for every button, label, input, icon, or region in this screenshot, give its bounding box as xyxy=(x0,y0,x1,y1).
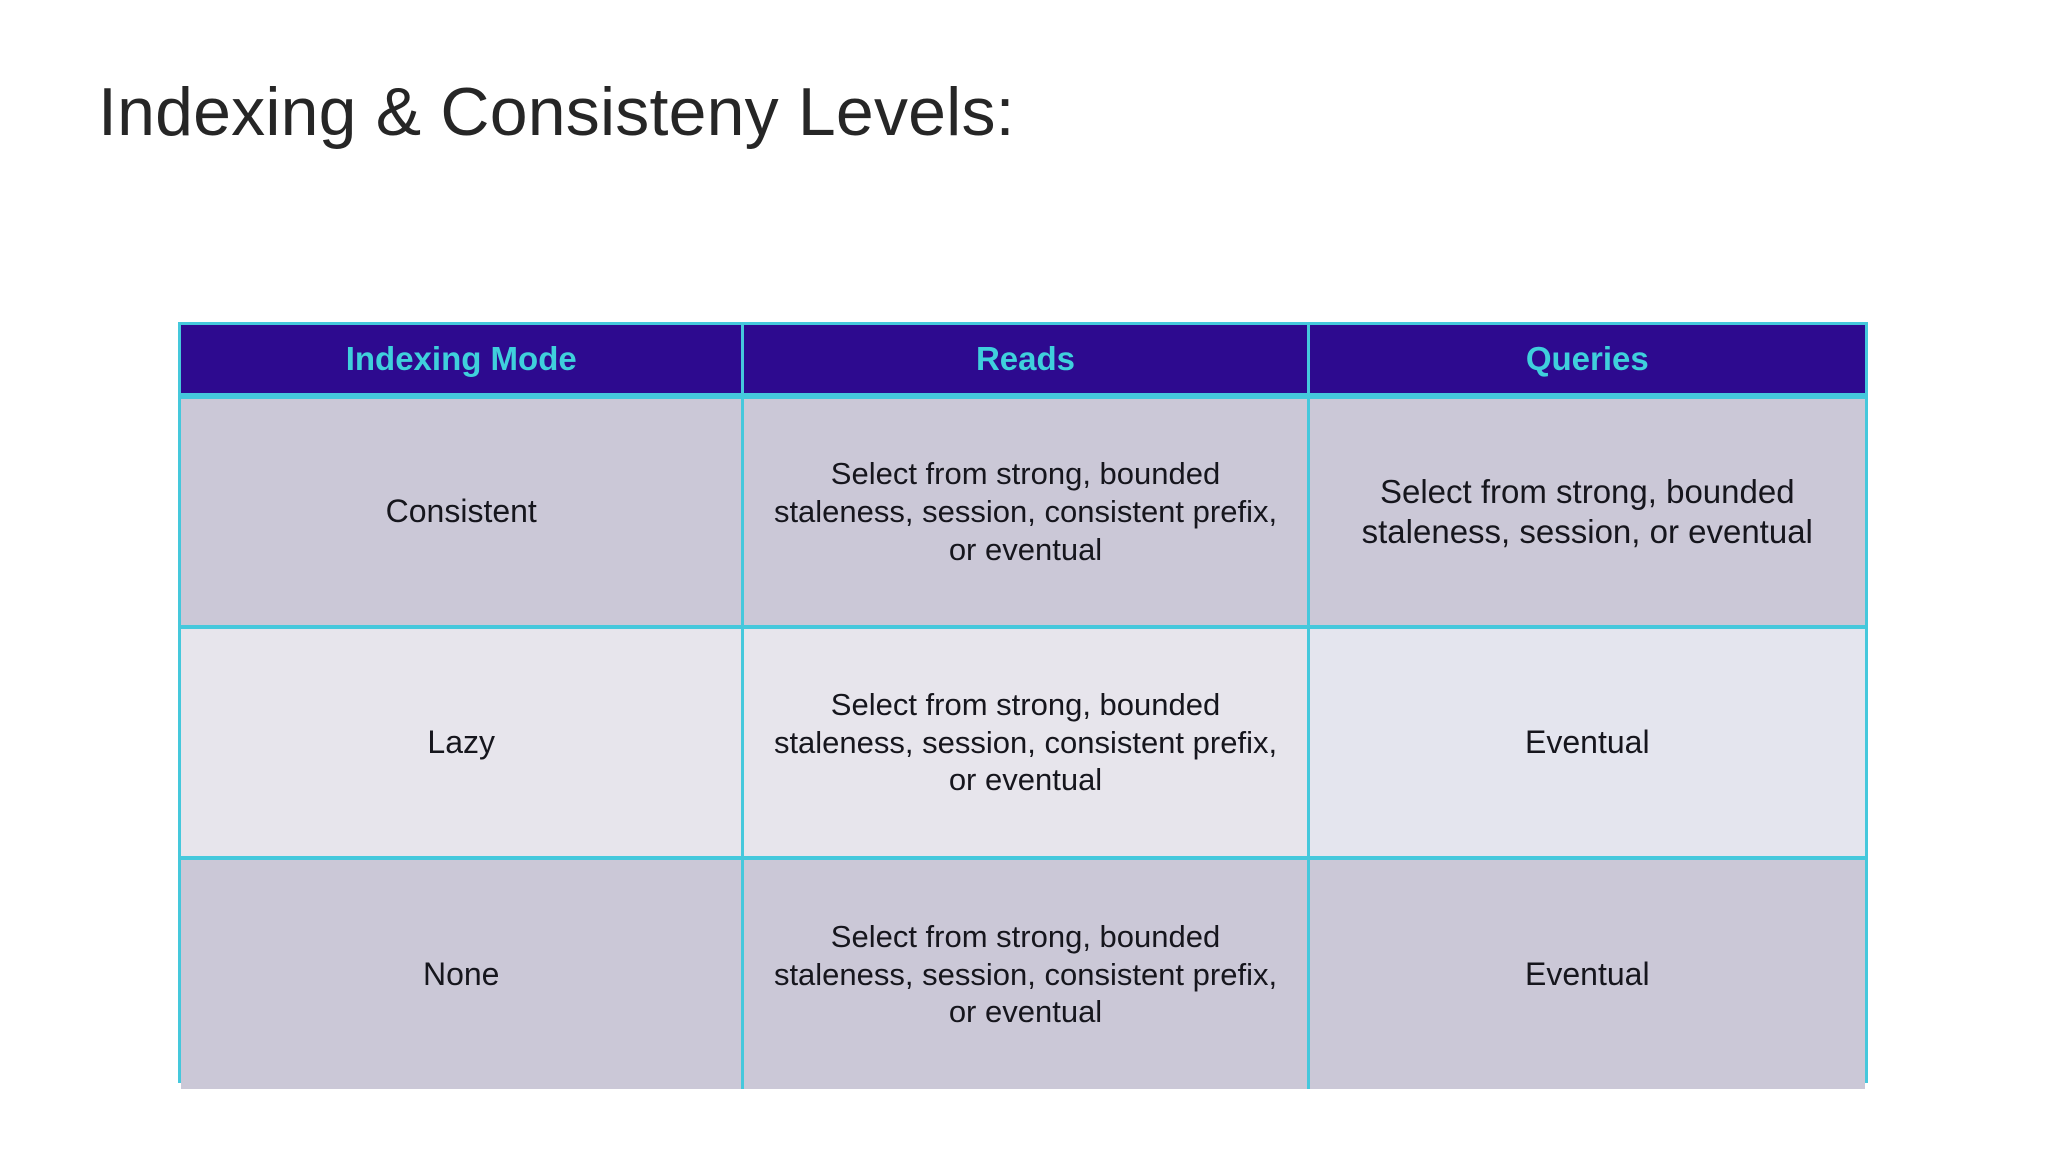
cell-indexing-mode: Consistent xyxy=(181,396,745,629)
cell-queries: Select from strong, bounded staleness, s… xyxy=(1308,396,1865,629)
column-header-reads: Reads xyxy=(742,325,1310,399)
table-body: Consistent Select from strong, bounded s… xyxy=(181,396,1865,1089)
cell-indexing-mode: Lazy xyxy=(181,627,745,860)
table-row: Consistent Select from strong, bounded s… xyxy=(181,396,1865,629)
table-row: None Select from strong, bounded stalene… xyxy=(181,858,1865,1089)
cell-reads: Select from strong, bounded staleness, s… xyxy=(742,627,1310,860)
table-header-row: Indexing Mode Reads Queries xyxy=(181,325,1865,399)
column-header-indexing-mode: Indexing Mode xyxy=(181,325,745,399)
cell-queries: Eventual xyxy=(1308,627,1865,860)
cell-indexing-mode: None xyxy=(181,858,745,1089)
table-header: Indexing Mode Reads Queries xyxy=(181,325,1865,399)
table: Indexing Mode Reads Queries Consistent S… xyxy=(181,325,1865,1089)
cell-reads: Select from strong, bounded staleness, s… xyxy=(742,858,1310,1089)
column-header-queries: Queries xyxy=(1308,325,1865,399)
page-title: Indexing & Consisteny Levels: xyxy=(98,74,1015,150)
table-row: Lazy Select from strong, bounded stalene… xyxy=(181,627,1865,860)
indexing-consistency-table: Indexing Mode Reads Queries Consistent S… xyxy=(178,322,1868,1089)
cell-reads: Select from strong, bounded staleness, s… xyxy=(742,396,1310,629)
cell-queries: Eventual xyxy=(1308,858,1865,1089)
